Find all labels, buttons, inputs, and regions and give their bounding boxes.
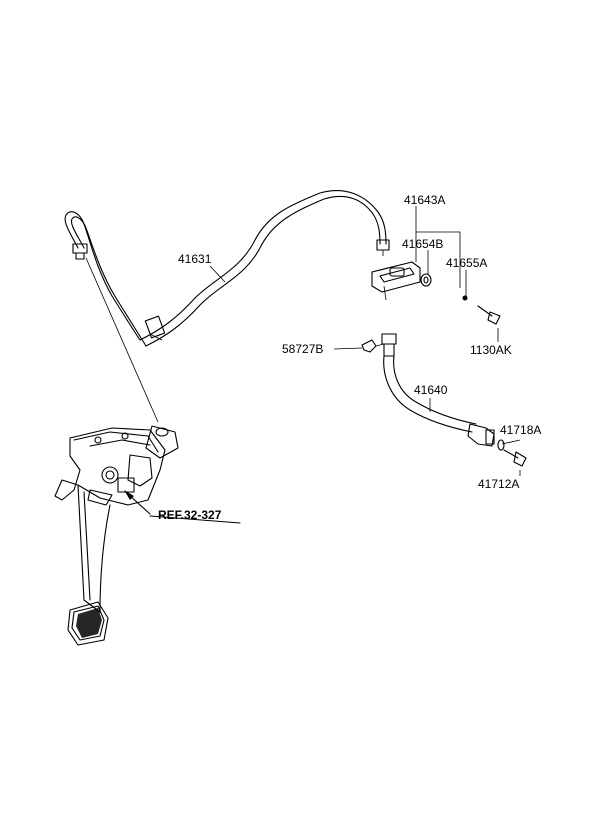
clutch-pedal-assembly[interactable] (54, 425, 179, 646)
bolt-41712A[interactable] (503, 449, 527, 467)
label-58727B: 58727B (282, 342, 323, 356)
ref-label[interactable]: REF.32-327 (158, 508, 222, 522)
clutch-hose-41640[interactable] (381, 333, 495, 447)
master-cylinder-feed-line[interactable] (64, 211, 166, 347)
label-41631: 41631 (178, 252, 212, 266)
label-41640: 41640 (414, 383, 448, 397)
label-41712A: 41712A (478, 477, 519, 491)
label-1130AK: 1130AK (470, 343, 512, 357)
label-41654B: 41654B (402, 237, 443, 251)
label-41643A: 41643A (404, 193, 445, 207)
bolt-1130AK[interactable] (477, 305, 501, 325)
leader-hose-to-pedal (85, 257, 159, 423)
label-41718A: 41718A (500, 423, 541, 437)
bracket-41643A[interactable] (371, 261, 421, 301)
clip-58727B[interactable] (361, 339, 385, 353)
gasket-41718A[interactable] (497, 439, 505, 451)
label-41655A: 41655A (446, 256, 487, 270)
washer-41654B[interactable] (420, 273, 432, 287)
nut-41655A[interactable] (462, 295, 468, 301)
reservoir-hose-41631[interactable] (139, 190, 390, 347)
leader-lines (124, 206, 521, 524)
